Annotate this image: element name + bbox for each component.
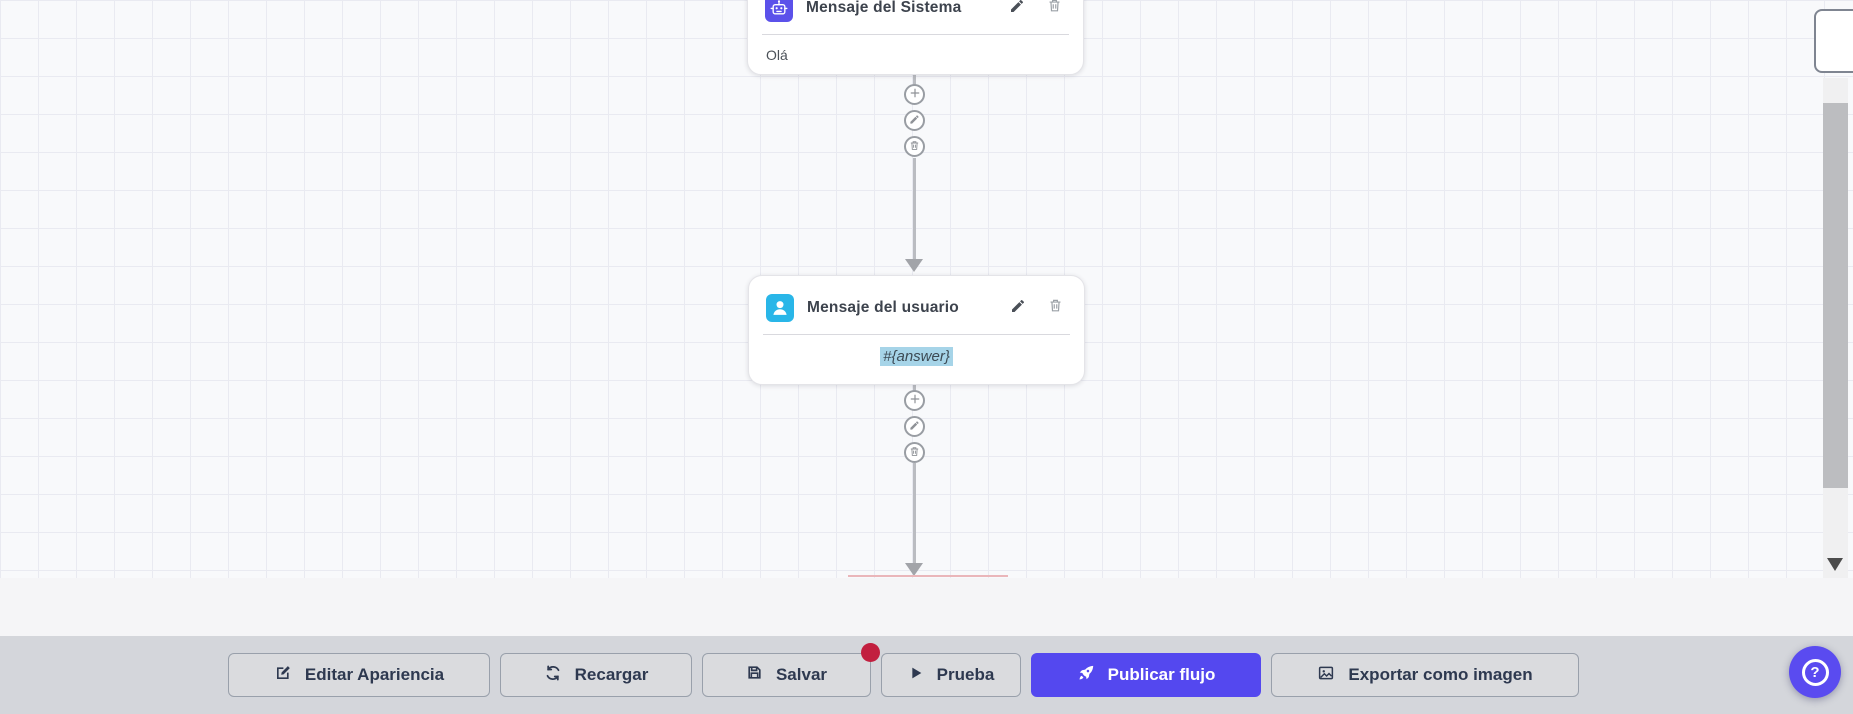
pencil-icon — [1009, 0, 1025, 19]
trash-icon — [1047, 0, 1062, 18]
publish-flow-button[interactable]: Publicar flujo — [1031, 653, 1261, 697]
button-label: Recargar — [574, 665, 649, 684]
save-button[interactable]: Salvar — [702, 653, 871, 697]
node-header: Mensaje del usuario — [749, 276, 1084, 322]
plus-icon — [909, 392, 921, 410]
reload-button[interactable]: Recargar — [500, 653, 692, 697]
connector-edit-button[interactable] — [904, 416, 925, 437]
edit-appearance-button[interactable]: Editar Apariencia — [228, 653, 490, 697]
scrollbar-thumb[interactable] — [1823, 103, 1848, 488]
bottom-toolbar: Editar Apariencia Recargar Salvar — [0, 636, 1853, 714]
trash-icon — [909, 138, 920, 156]
connector-line — [913, 158, 916, 259]
trash-icon — [1048, 298, 1063, 318]
node-divider — [763, 334, 1070, 335]
export-image-button[interactable]: Exportar como imagen — [1271, 653, 1579, 697]
next-node-top-edge — [848, 575, 1008, 577]
help-button[interactable]: ? — [1789, 646, 1841, 698]
image-icon — [1317, 664, 1335, 687]
button-label: Salvar — [775, 665, 828, 684]
button-label: Editar Apariencia — [304, 665, 445, 684]
connector-line — [913, 75, 916, 85]
trash-icon — [909, 444, 920, 462]
flow-canvas[interactable]: Mensaje del Sistema Olá M — [0, 0, 1853, 578]
user-icon — [766, 294, 794, 322]
node-card-user-message[interactable]: Mensaje del usuario #{answer} — [748, 275, 1085, 385]
pencil-icon — [1010, 298, 1026, 319]
delete-node-button[interactable] — [1046, 299, 1064, 317]
connector-edit-button[interactable] — [904, 110, 925, 131]
edit-node-button[interactable] — [1008, 0, 1026, 17]
rocket-icon — [1077, 664, 1095, 687]
canvas-bottom-band — [0, 578, 1853, 636]
node-divider — [762, 34, 1069, 35]
connector-add-button[interactable] — [904, 84, 925, 105]
connector-arrowhead — [905, 259, 923, 272]
button-label: Publicar flujo — [1107, 665, 1216, 684]
node-header: Mensaje del Sistema — [748, 0, 1083, 22]
answer-variable-chip[interactable]: #{answer} — [880, 347, 953, 366]
node-card-system-message[interactable]: Mensaje del Sistema Olá — [747, 0, 1084, 75]
pencil-icon — [909, 418, 920, 436]
connector-arrowhead — [905, 563, 923, 576]
side-panel-cutoff — [1814, 9, 1853, 73]
connector-line — [913, 385, 916, 391]
node-content: #{answer} — [749, 335, 1084, 366]
question-mark-icon: ? — [1801, 658, 1829, 686]
edit-square-icon — [274, 664, 292, 687]
connector-line — [913, 463, 916, 563]
connector-add-button[interactable] — [904, 390, 925, 411]
vertical-scrollbar[interactable] — [1823, 78, 1848, 578]
help-label: ? — [1810, 663, 1820, 681]
node-title: Mensaje del Sistema — [806, 0, 962, 16]
test-button[interactable]: Prueba — [881, 653, 1021, 697]
connector-delete-button[interactable] — [904, 136, 925, 157]
unsaved-changes-badge — [861, 643, 880, 662]
node-title: Mensaje del usuario — [807, 299, 959, 316]
refresh-icon — [544, 664, 562, 687]
save-icon — [746, 664, 763, 686]
button-label: Prueba — [936, 665, 995, 684]
delete-node-button[interactable] — [1045, 0, 1063, 17]
button-label: Exportar como imagen — [1348, 665, 1533, 684]
plus-icon — [909, 86, 921, 104]
connector-delete-button[interactable] — [904, 442, 925, 463]
node-content: Olá — [766, 47, 788, 63]
robot-icon — [765, 0, 793, 22]
edit-node-button[interactable] — [1009, 299, 1027, 317]
toolbar-button-row: Editar Apariencia Recargar Salvar — [228, 643, 1579, 697]
scrollbar-down-arrow-icon[interactable] — [1827, 558, 1843, 571]
play-icon — [908, 665, 924, 686]
pencil-icon — [909, 112, 920, 130]
